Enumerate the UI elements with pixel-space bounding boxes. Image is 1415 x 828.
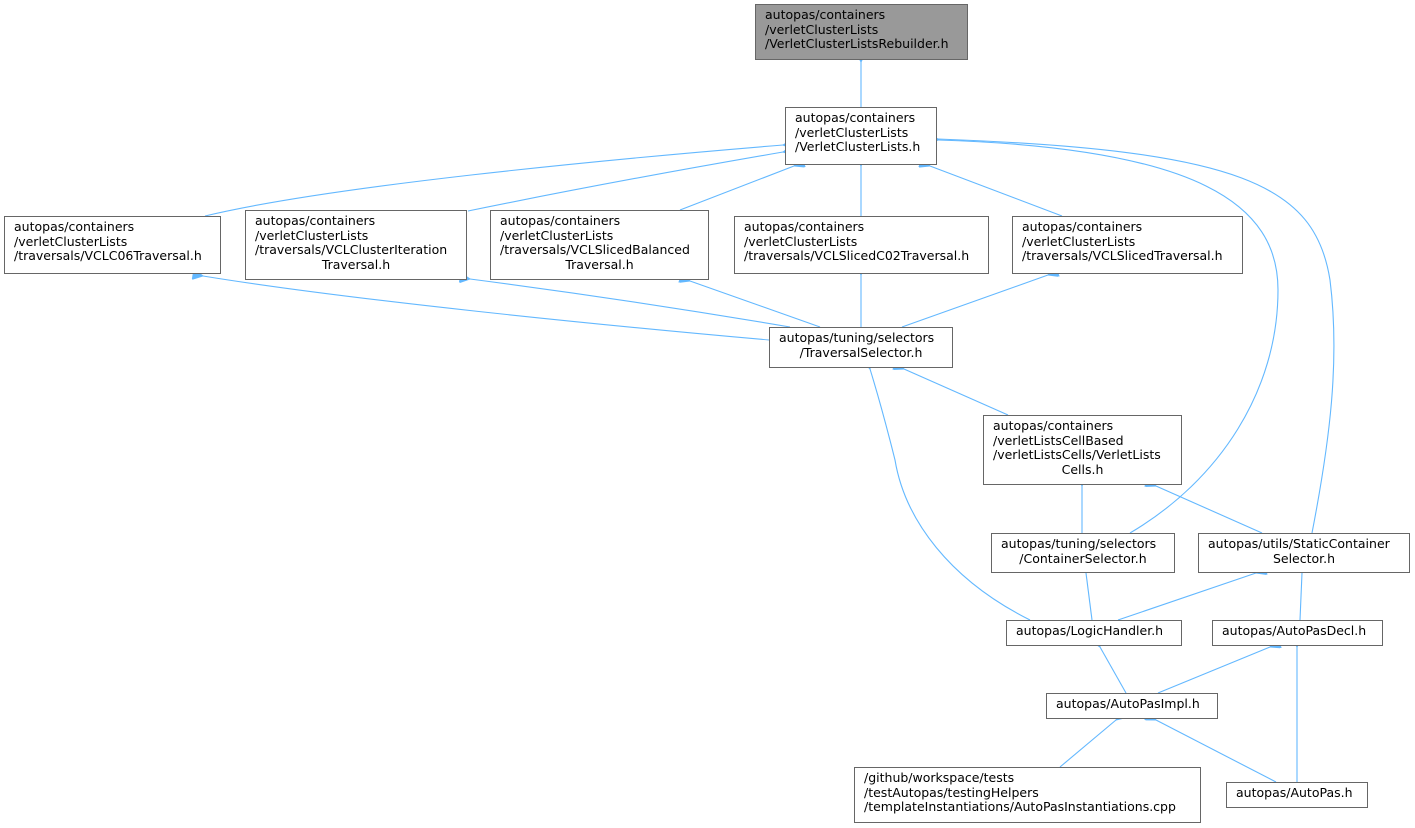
node-vcl-sliced-traversal[interactable]: autopas/containers /verletClusterLists /… <box>1012 216 1243 274</box>
node-line: /traversals/VCLSlicedBalanced <box>500 242 690 257</box>
edge-contsel-to-vcl <box>938 140 1279 534</box>
node-vcl-sliced-balanced-traversal[interactable]: autopas/containers /verletClusterLists /… <box>490 210 709 280</box>
node-autopas-impl[interactable]: autopas/AutoPasImpl.h <box>1046 693 1218 719</box>
edge-travsel-to-slicedbal <box>690 281 821 328</box>
edge-logic-to-staticsel <box>1117 573 1256 621</box>
node-line: Cells.h <box>1061 461 1104 477</box>
edge-staticsel-to-vcl <box>938 139 1335 534</box>
edge-sliced-to-vcl <box>930 166 1063 217</box>
node-line: autopas/containers <box>500 213 621 228</box>
node-line: /github/workspace/tests <box>864 770 1015 785</box>
node-vcl-cluster-iteration-traversal[interactable]: autopas/containers /verletClusterLists /… <box>245 210 467 280</box>
node-line: autopas/tuning/selectors <box>779 330 935 345</box>
node-line: /verletClusterLists <box>765 21 879 37</box>
node-autopas[interactable]: autopas/AutoPas.h <box>1226 782 1368 808</box>
edge-clusteriter-to-vcl <box>467 152 783 212</box>
node-line: autopas/LogicHandler.h <box>1016 623 1164 638</box>
node-line: autopas/containers <box>993 418 1114 433</box>
node-line: autopas/containers <box>1022 219 1143 234</box>
edge-logic-to-travsel <box>870 369 1031 621</box>
node-verlet-cluster-lists[interactable]: autopas/containers /verletClusterLists /… <box>785 107 937 165</box>
node-line: /templateInstantiations/AutoPasInstantia… <box>864 799 1176 814</box>
edge-travsel-to-sliced <box>901 275 1048 328</box>
node-line: /TraversalSelector.h <box>799 344 923 360</box>
node-line: /verletClusterLists <box>255 227 369 243</box>
node-line: autopas/utils/StaticContainer <box>1208 536 1390 551</box>
node-verlet-cluster-lists-rebuilder[interactable]: autopas/containers /verletClusterLists /… <box>755 4 968 60</box>
node-autopas-instantiations[interactable]: /github/workspace/tests /testAutopas/tes… <box>854 767 1201 823</box>
edge-vclc06-to-vcl <box>204 145 783 217</box>
node-line: /traversals/VCLSlicedTraversal.h <box>1022 248 1223 263</box>
edge-autopas-to-impl <box>1156 720 1277 783</box>
node-line: autopas/tuning/selectors <box>1001 536 1157 551</box>
node-line: Traversal.h <box>565 256 634 272</box>
edge-travsel-to-vclc06 <box>203 276 770 341</box>
node-line: /verletClusterLists <box>14 233 128 249</box>
edge-staticsel-to-vlcells <box>1156 486 1263 534</box>
node-line: /testAutopas/testingHelpers <box>864 784 1039 800</box>
edge-impl-to-decl <box>1157 647 1270 694</box>
node-line: /verletClusterLists <box>744 233 858 249</box>
node-line: Traversal.h <box>321 256 391 272</box>
node-line: autopas/containers <box>744 219 865 234</box>
edge-impl-to-logic <box>1100 647 1127 694</box>
node-autopas-decl[interactable]: autopas/AutoPasDecl.h <box>1212 620 1383 646</box>
node-line: autopas/containers <box>765 7 886 22</box>
node-line: /VerletClusterLists.h <box>795 139 921 154</box>
node-line: autopas/containers <box>14 219 135 234</box>
node-vclc06-traversal[interactable]: autopas/containers /verletClusterLists /… <box>4 216 221 274</box>
edge-slicedbal-to-vcl <box>679 166 794 211</box>
node-vcl-sliced-c02-traversal[interactable]: autopas/containers /verletClusterLists /… <box>734 216 989 274</box>
node-line: /verletClusterLists <box>1022 233 1136 249</box>
edge-decl-to-staticsel <box>1300 573 1302 621</box>
node-line: /VerletClusterListsRebuilder.h <box>765 36 949 51</box>
node-line: autopas/AutoPas.h <box>1236 785 1353 800</box>
node-line: autopas/containers <box>795 110 916 125</box>
node-line: /verletListsCellBased <box>993 432 1124 448</box>
node-line: /verletClusterLists <box>795 124 909 140</box>
node-line: /verletListsCells/VerletLists <box>993 447 1161 462</box>
edge-vlcells-to-travsel <box>904 369 1009 416</box>
edge-logic-to-contsel <box>1086 573 1093 621</box>
edge-travsel-to-clusteriter <box>470 279 791 328</box>
node-line: autopas/AutoPasDecl.h <box>1222 623 1367 638</box>
node-line: Selector.h <box>1272 550 1336 566</box>
node-logic-handler[interactable]: autopas/LogicHandler.h <box>1006 620 1182 646</box>
node-static-container-selector[interactable]: autopas/utils/StaticContainer Selector.h <box>1198 533 1410 573</box>
node-line: /traversals/VCLSlicedC02Traversal.h <box>744 248 970 263</box>
node-line: autopas/containers <box>255 213 376 228</box>
node-line: /ContainerSelector.h <box>1019 550 1147 566</box>
node-container-selector[interactable]: autopas/tuning/selectors /ContainerSelec… <box>991 533 1175 573</box>
node-line: /verletClusterLists <box>500 227 614 243</box>
node-line: /traversals/VCLClusterIteration <box>255 242 448 257</box>
node-traversal-selector[interactable]: autopas/tuning/selectors /TraversalSelec… <box>769 327 953 368</box>
edge-inst-to-impl <box>1059 720 1116 768</box>
node-line: autopas/AutoPasImpl.h <box>1056 696 1200 711</box>
node-verlet-lists-cells[interactable]: autopas/containers /verletListsCellBased… <box>983 415 1182 485</box>
node-line: /traversals/VCLC06Traversal.h <box>14 248 202 263</box>
